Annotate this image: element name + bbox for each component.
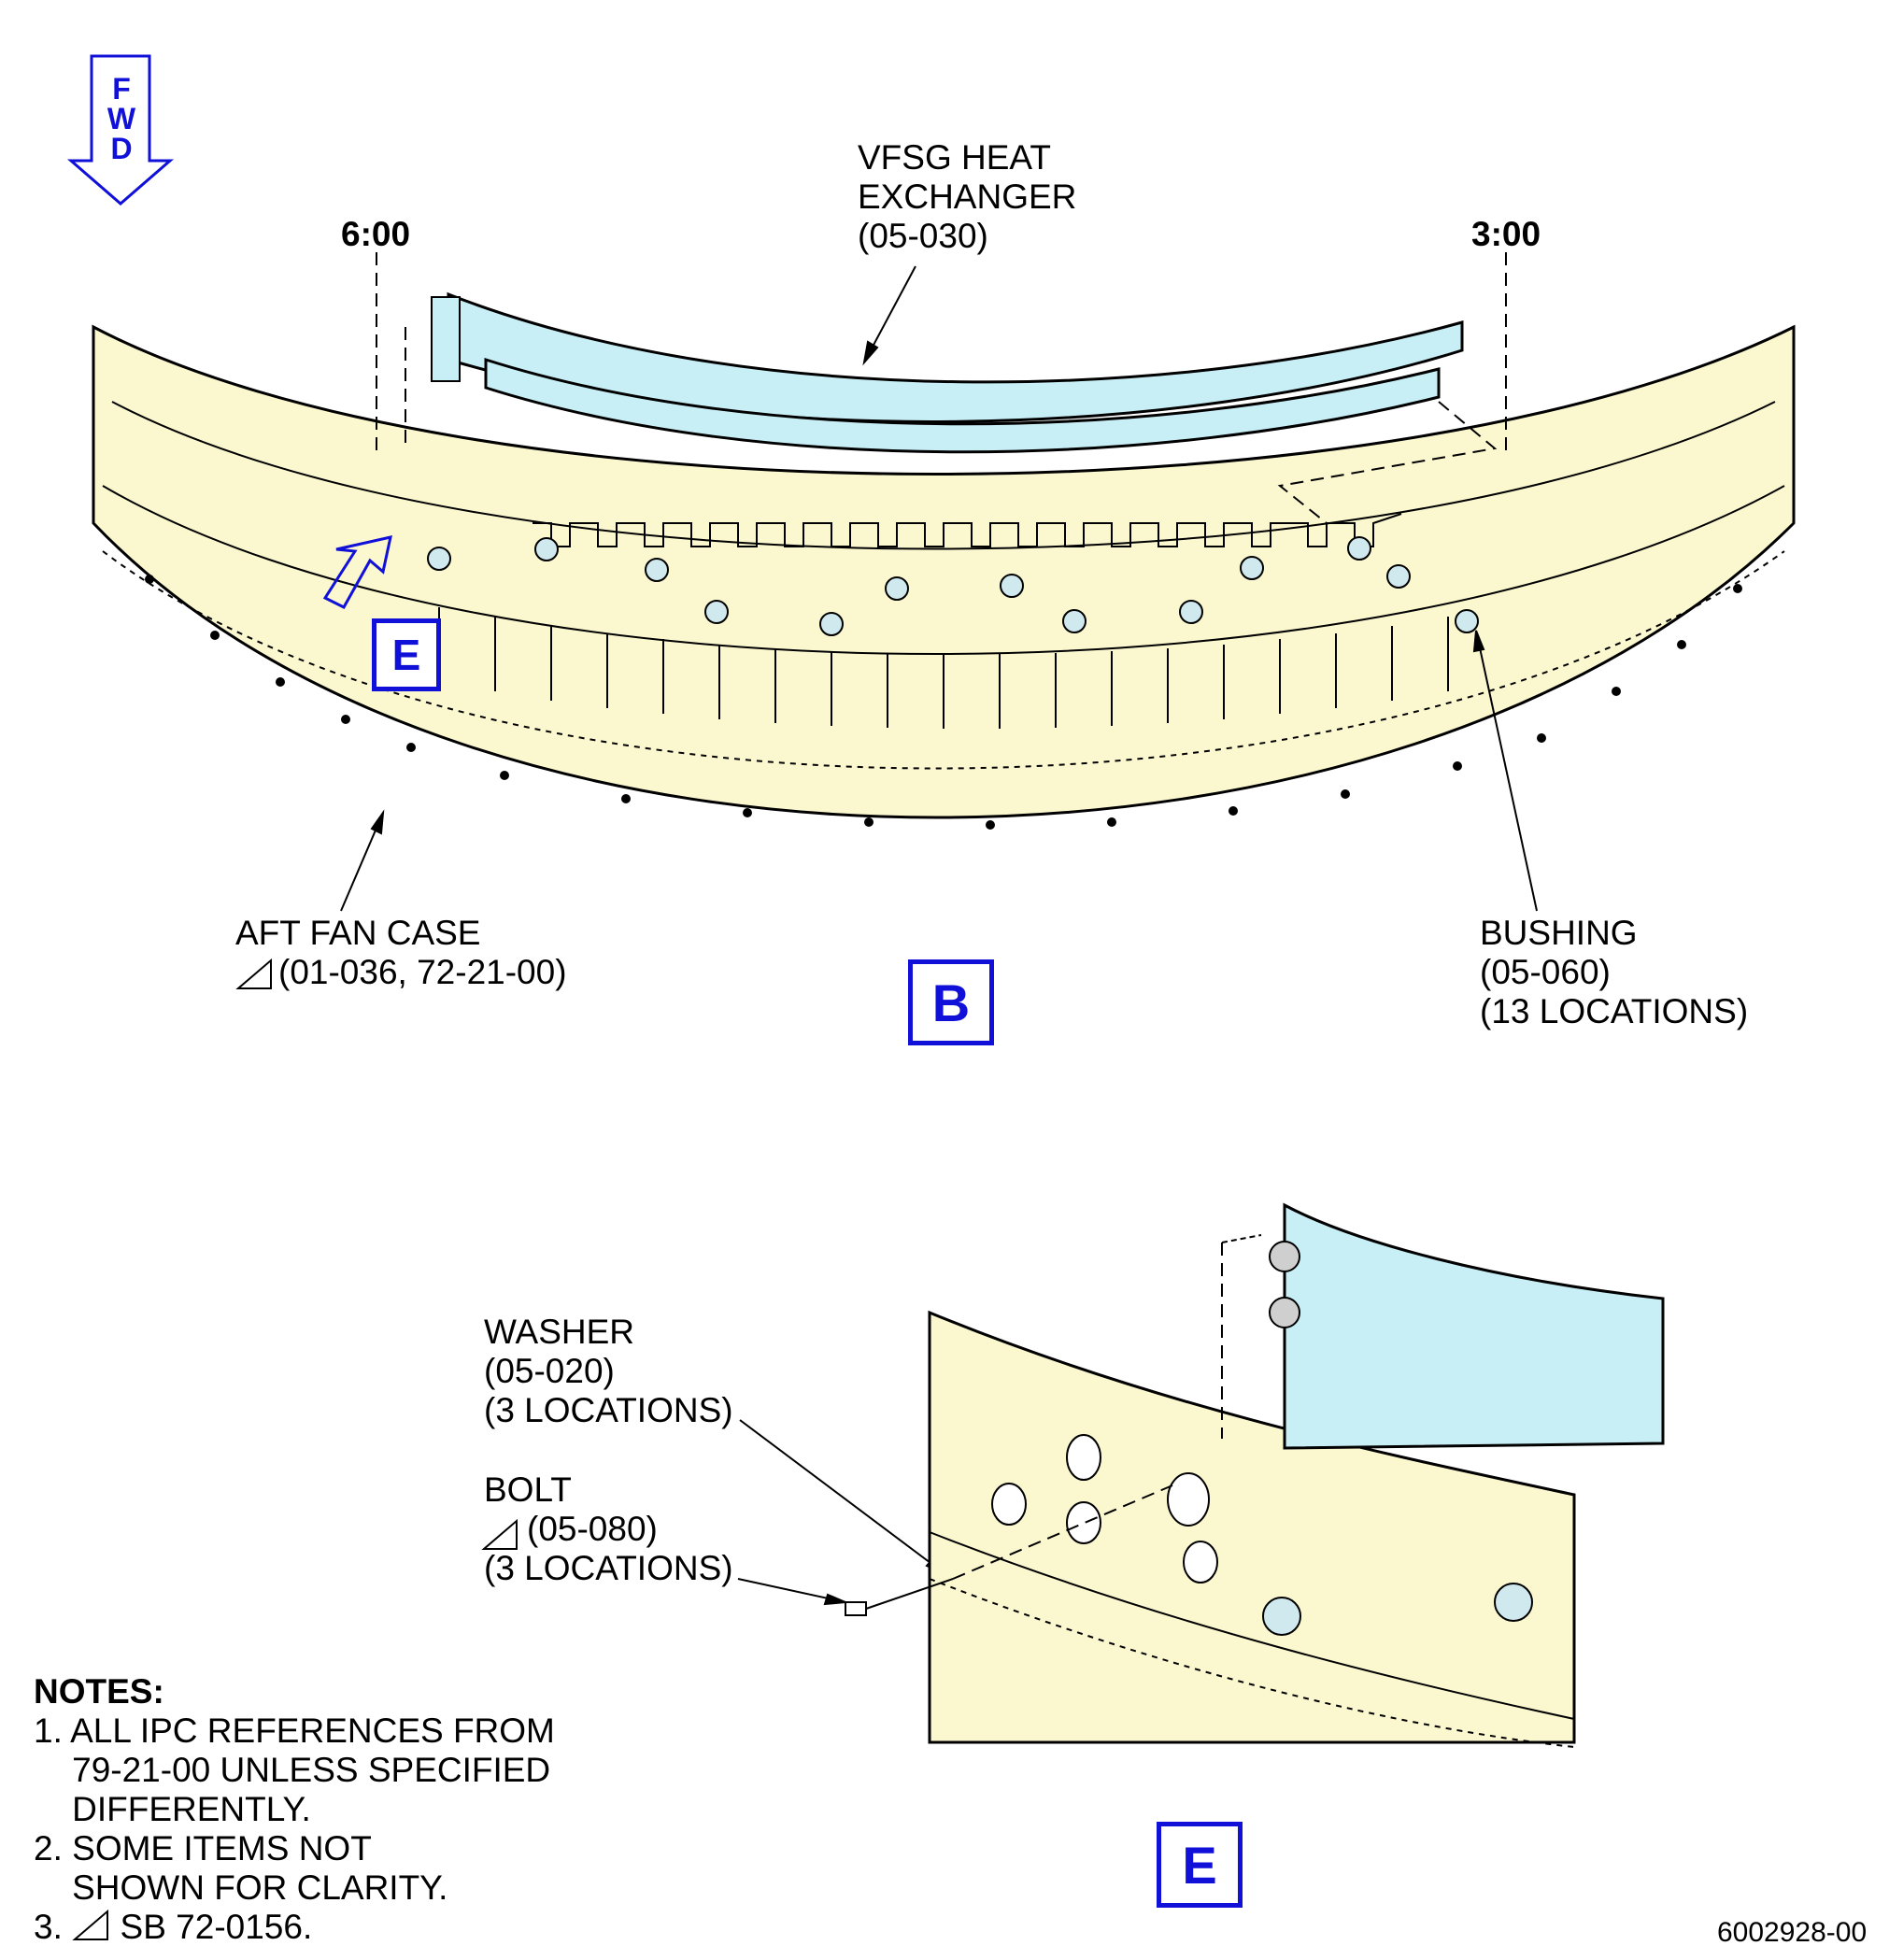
fwd-letter-w: W xyxy=(107,102,136,135)
note-line: 2. SOME ITEMS NOT xyxy=(34,1829,372,1868)
view-b-marker: B xyxy=(908,959,994,1045)
figure-number: 6002928-00 xyxy=(1717,1917,1868,1948)
aft-fan-case-drawing xyxy=(92,324,1796,830)
note-line: 1. ALL IPC REFERENCES FROM xyxy=(34,1711,555,1750)
fwd-letter-f: F xyxy=(112,72,131,106)
clock-3-label: 3:00 xyxy=(1471,215,1541,253)
service-bulletin-triangle-icons xyxy=(72,958,518,1940)
clock-position-lines xyxy=(376,252,1507,524)
fwd-arrow-icon xyxy=(66,54,175,206)
bolt-icon xyxy=(845,1484,1173,1616)
clock-6-label: 6:00 xyxy=(341,215,411,253)
view-e-reference-marker: E xyxy=(372,618,441,691)
note-line: DIFFERENTLY. xyxy=(34,1790,311,1828)
notes-title: NOTES: xyxy=(34,1672,164,1711)
view-e-reference-arrow-icon xyxy=(322,535,392,609)
vfsg-heat-exchanger-drawing xyxy=(431,291,1464,454)
view-e-marker: E xyxy=(1157,1822,1243,1908)
note-line: SHOWN FOR CLARITY. xyxy=(34,1868,448,1907)
detail-e-drawing xyxy=(845,1202,1665,1748)
note-line: 3. SB 72-0156. xyxy=(34,1908,313,1946)
fwd-letter-d: D xyxy=(110,132,133,165)
note-line: 79-21-00 UNLESS SPECIFIED xyxy=(34,1751,551,1789)
